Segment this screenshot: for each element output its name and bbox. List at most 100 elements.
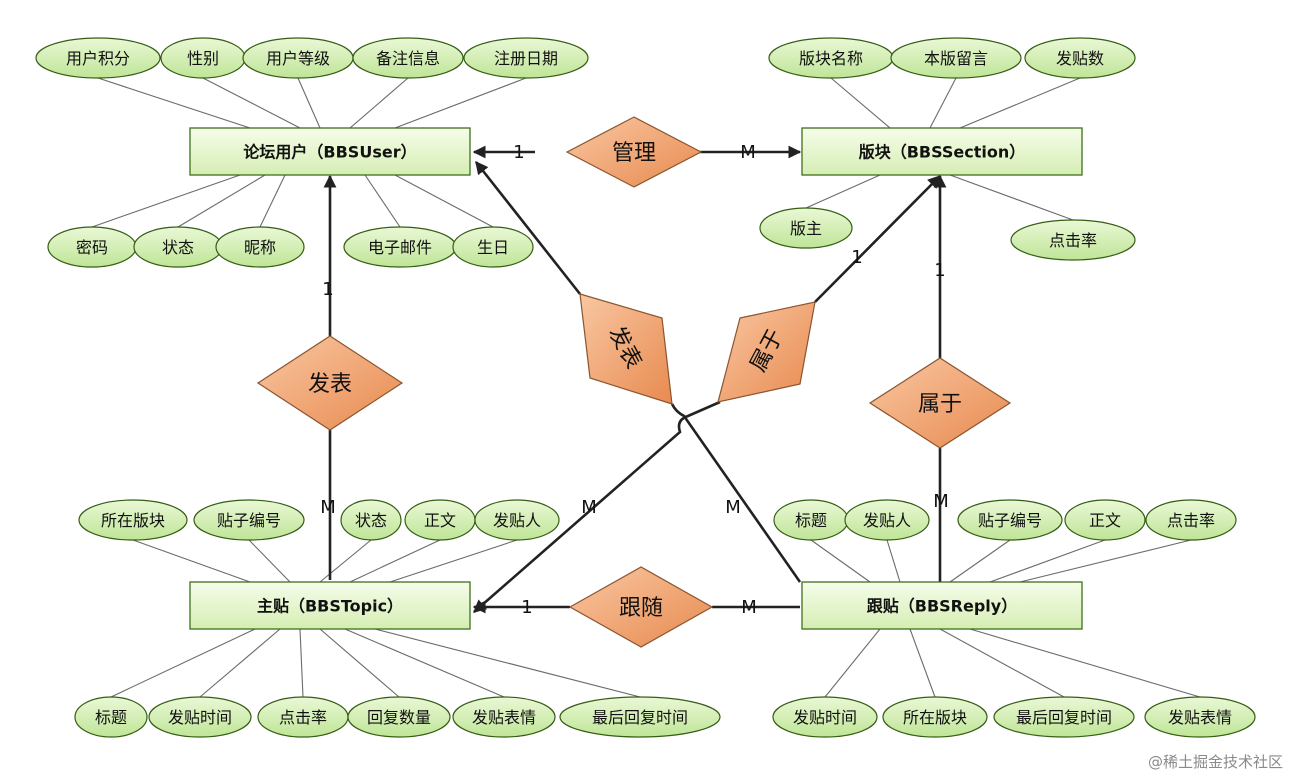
attribute-section-top-0: 版块名称 — [768, 37, 894, 79]
attribute-user-top-1: 性别 — [160, 37, 246, 79]
attribute-label: 所在版块 — [101, 511, 165, 530]
entity-section: 版块（BBSSection） — [801, 127, 1083, 176]
attribute-reply-bottom-1: 所在版块 — [882, 696, 988, 738]
relationship-belongs-right-label: 属于 — [918, 392, 962, 417]
attribute-topic-bottom-2: 点击率 — [257, 696, 349, 738]
attribute-label: 点击率 — [1049, 231, 1097, 250]
attribute-label: 发贴时间 — [168, 708, 232, 727]
attribute-user-top-3: 备注信息 — [352, 37, 464, 79]
attribute-topic-top-3: 正文 — [404, 499, 476, 541]
attribute-label: 用户积分 — [66, 49, 130, 68]
attribute-label: 版主 — [790, 219, 822, 238]
attribute-topic-top-0: 所在版块 — [78, 499, 188, 541]
relationship-manage-label: 管理 — [612, 141, 656, 166]
attribute-user-bottom-1: 状态 — [133, 226, 223, 268]
attribute-label: 发贴数 — [1056, 49, 1104, 68]
attribute-section-bottom-1: 点击率 — [1010, 219, 1136, 261]
attribute-label: 正文 — [424, 511, 456, 530]
attribute-label: 状态 — [162, 238, 194, 257]
attribute-label: 最后回复时间 — [592, 708, 688, 727]
relationship-follow: 跟随 — [568, 566, 714, 648]
cardinality-follow-topic: 1 — [521, 597, 532, 618]
attribute-reply-top-1: 发贴人 — [844, 499, 930, 541]
relationship-manage: 管理 — [565, 116, 703, 188]
attribute-label: 密码 — [76, 238, 108, 257]
belongs-diag-to-topic-line — [473, 400, 721, 613]
attribute-user-bottom-3: 电子邮件 — [343, 226, 457, 268]
post-diag-to-reply-line — [670, 403, 802, 583]
attribute-reply-top-0: 标题 — [773, 499, 849, 541]
relationship-belongs-right: 属于 — [868, 357, 1012, 449]
attribute-label: 本版留言 — [924, 49, 988, 68]
attribute-label: 贴子编号 — [978, 511, 1042, 530]
attribute-label: 昵称 — [244, 238, 276, 257]
attribute-reply-bottom-2: 最后回复时间 — [993, 696, 1135, 738]
relationship-belongs-diag: 属于 — [717, 301, 816, 403]
relationship-follow-label: 跟随 — [619, 596, 663, 621]
entity-reply: 跟贴（BBSReply） — [801, 581, 1083, 630]
relationship-post-topic-left: 发表 — [256, 335, 404, 431]
attribute-reply-bottom-0: 发贴时间 — [772, 696, 878, 738]
attribute-label: 电子邮件 — [368, 238, 432, 257]
attribute-label: 标题 — [95, 708, 127, 727]
watermark: @稀土掘金技术社区 — [1147, 753, 1283, 771]
attribute-topic-top-2: 状态 — [340, 499, 402, 541]
entity-user-label: 论坛用户（BBSUser） — [243, 143, 416, 162]
attribute-label: 版块名称 — [799, 49, 863, 68]
cardinality-user-post-diag-reply: M — [725, 497, 741, 518]
attribute-label: 生日 — [477, 238, 509, 257]
cardinality-post-topic: M — [320, 497, 336, 518]
entity-topic-label: 主贴（BBSTopic） — [257, 597, 403, 616]
attribute-reply-bottom-3: 发贴表情 — [1144, 696, 1256, 738]
attribute-user-bottom-2: 昵称 — [215, 226, 305, 268]
relationship-post-topic-left-label: 发表 — [308, 372, 352, 397]
attribute-label: 回复数量 — [367, 708, 431, 727]
attribute-label: 贴子编号 — [217, 511, 281, 530]
attribute-label: 点击率 — [1167, 511, 1215, 530]
relationship-post-topic-diag: 发表 — [579, 293, 673, 405]
attribute-user-bottom-0: 密码 — [47, 226, 137, 268]
attribute-label: 发贴人 — [493, 511, 541, 530]
attribute-label: 标题 — [795, 511, 827, 530]
attribute-topic-bottom-4: 发贴表情 — [452, 696, 556, 738]
attribute-label: 备注信息 — [376, 49, 440, 68]
attribute-label: 正文 — [1089, 511, 1121, 530]
attribute-user-bottom-4: 生日 — [452, 226, 534, 268]
attribute-topic-top-4: 发贴人 — [474, 499, 560, 541]
attribute-user-top-0: 用户积分 — [35, 37, 161, 79]
entity-topic: 主贴（BBSTopic） — [189, 581, 471, 630]
entity-user: 论坛用户（BBSUser） — [189, 127, 471, 176]
entity-reply-label: 跟贴（BBSReply） — [867, 597, 1017, 616]
attribute-label: 用户等级 — [266, 49, 330, 68]
attribute-section-top-1: 本版留言 — [890, 37, 1022, 79]
cardinality-follow-reply: M — [741, 597, 757, 618]
attribute-label: 点击率 — [279, 708, 327, 727]
attribute-label: 所在版块 — [903, 708, 967, 727]
belongs-diag-to-section-line — [814, 175, 941, 303]
cardinality-section-belongs-diag: 1 — [851, 247, 862, 268]
attribute-reply-top-4: 点击率 — [1145, 499, 1237, 541]
entity-section-label: 版块（BBSSection） — [858, 143, 1026, 162]
post-diag-to-user-line — [474, 160, 582, 295]
attribute-label: 发贴表情 — [1168, 708, 1232, 727]
attribute-user-top-4: 注册日期 — [463, 37, 589, 79]
attribute-reply-top-2: 贴子编号 — [957, 499, 1063, 541]
attribute-label: 最后回复时间 — [1016, 708, 1112, 727]
attribute-label: 注册日期 — [494, 49, 558, 68]
cardinality-belongs-right-reply: M — [933, 491, 949, 512]
attribute-label: 状态 — [355, 511, 387, 530]
attribute-user-top-2: 用户等级 — [242, 37, 354, 79]
cardinality-manage-user: 1 — [513, 142, 524, 163]
attribute-label: 性别 — [187, 49, 219, 68]
attribute-reply-top-3: 正文 — [1064, 499, 1146, 541]
attribute-topic-bottom-1: 发贴时间 — [148, 696, 252, 738]
attribute-topic-top-1: 贴子编号 — [193, 499, 305, 541]
attribute-label: 发贴时间 — [793, 708, 857, 727]
attribute-section-top-2: 发贴数 — [1024, 37, 1136, 79]
cardinality-belongs-diag-topic: M — [581, 497, 597, 518]
attribute-label: 发贴表情 — [472, 708, 536, 727]
attribute-section-bottom-0: 版主 — [759, 207, 853, 249]
cardinality-manage-section: M — [740, 142, 756, 163]
cardinality-user-post: 1 — [322, 279, 333, 300]
